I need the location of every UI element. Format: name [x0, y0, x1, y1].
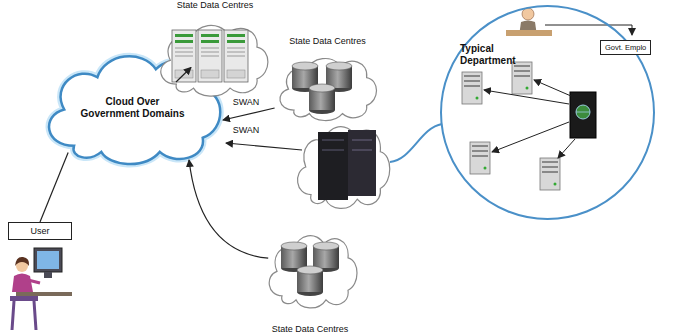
node-label: State Data Centres [289, 36, 366, 47]
user-box: User [8, 222, 72, 240]
link-label: SWAN [231, 97, 262, 108]
connector [189, 160, 268, 258]
box-label: User [30, 226, 49, 237]
node-label: Cloud Over Government Domains [78, 96, 188, 120]
link-label: SWAN [231, 125, 262, 136]
network-cloud: Cloud Over Government Domains [35, 45, 230, 170]
box-label: Govt. Emplo [605, 43, 646, 52]
department-callout: Typical Department Govt. Emplo [440, 5, 655, 220]
node-label: State Data Centres [177, 0, 254, 11]
connector [176, 68, 191, 83]
connector [40, 153, 68, 223]
employee-box: Govt. Emplo [600, 40, 651, 55]
node-label: State Data Centres [272, 324, 349, 335]
data-centre-cloud: State Data Centres [150, 0, 280, 100]
data-centre-cloud: State Data Centres [255, 222, 365, 335]
callout-heading: Typical Department [460, 43, 532, 67]
data-centre-cloud: State Data Centres [270, 36, 385, 126]
connector [223, 108, 275, 120]
